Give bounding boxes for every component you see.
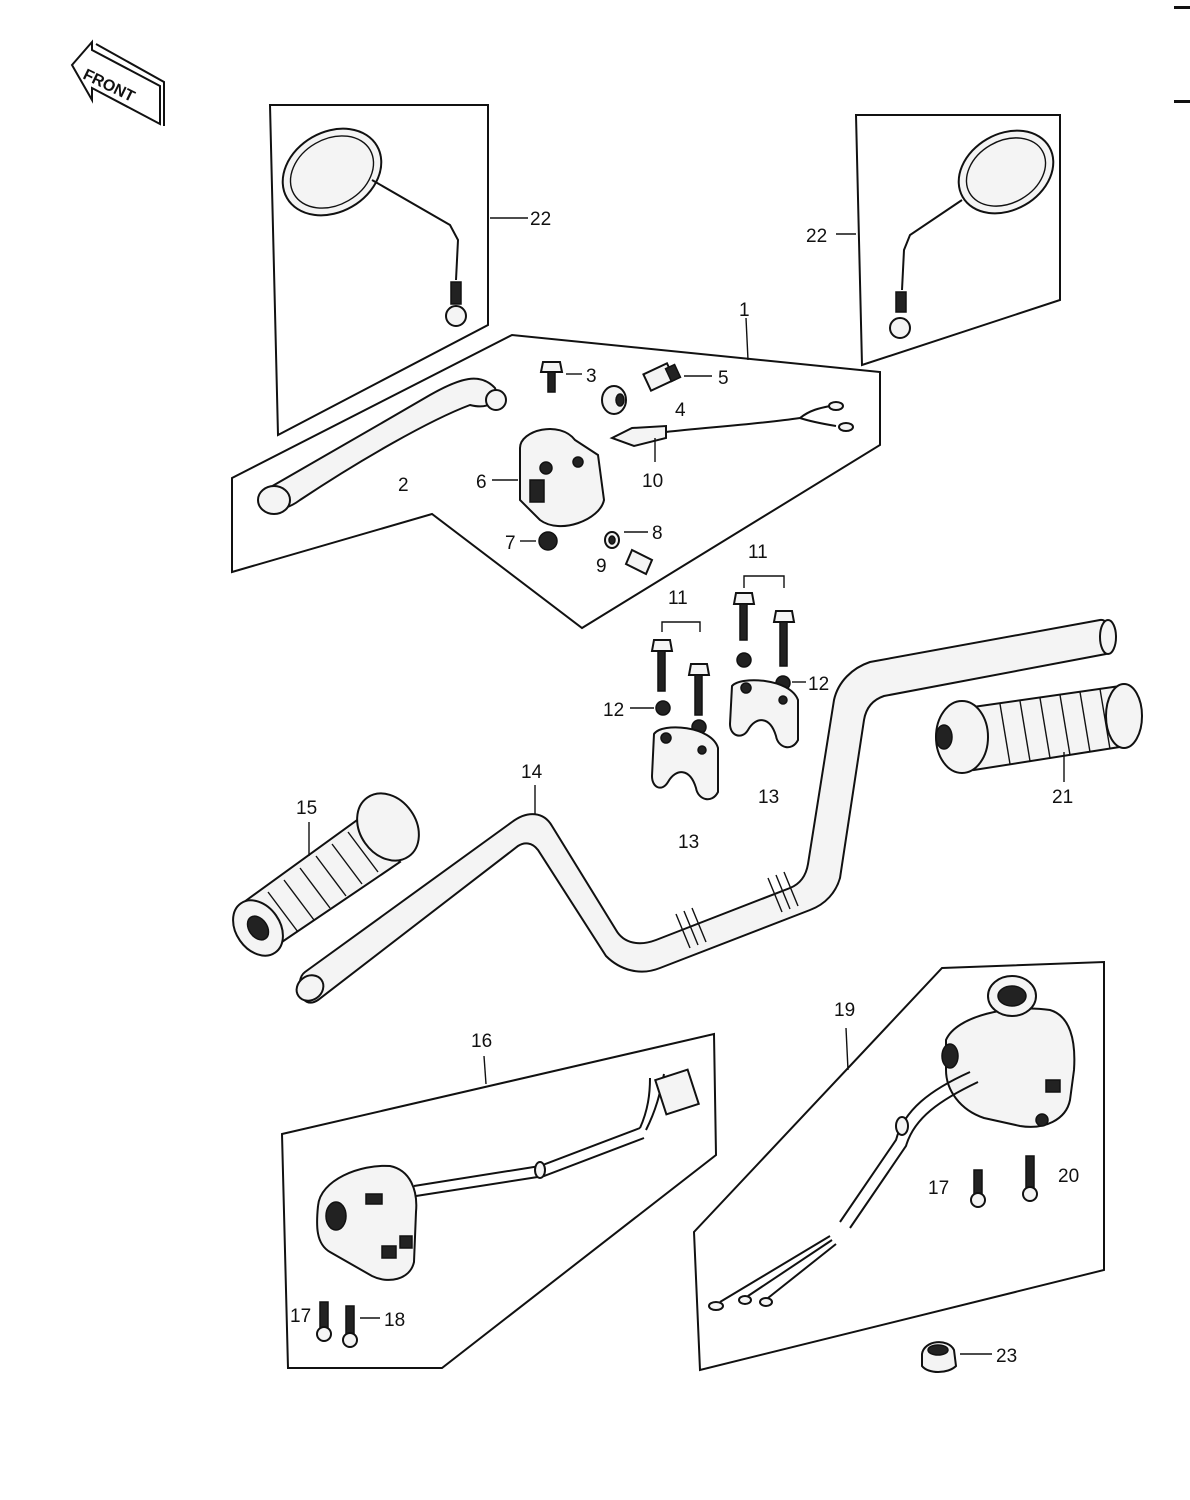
knurl-right [767,871,799,913]
lever-holder-6 [519,427,606,528]
label-22b: 22 [806,226,827,247]
clutch-switch-10 [609,401,854,448]
knurl-left [675,907,707,949]
dust-cover-4 [601,385,627,415]
grip-pattern-15 [267,831,379,933]
screw-9 [624,548,654,576]
handlebar-14 [295,619,1117,1004]
bolt-11-4 [687,663,711,716]
front-arrow-icon: FRONT [70,39,165,126]
right-mirror-panel: 22 [806,114,1061,367]
label-13a: 13 [758,787,779,808]
label-14: 14 [521,762,543,783]
left-grip-15 [232,792,420,957]
bolt-11-1 [732,592,756,641]
washer-8 [604,531,620,549]
label-19: 19 [834,1000,855,1021]
label-12b: 12 [603,700,624,721]
label-11b: 11 [668,588,688,609]
screw-17-left [316,1301,332,1342]
label-11a: 11 [748,542,768,563]
label-10: 10 [642,471,663,492]
grip-pattern-21 [999,688,1111,765]
bolt-3 [539,361,564,393]
label-18: 18 [384,1310,405,1331]
label-3: 3 [586,366,597,387]
holder-13-left [650,726,719,801]
washer-12-a [736,652,752,668]
washer-12-c [655,700,671,716]
bracket-11a [743,575,785,588]
lever-assembly-panel: 1 2 3 4 5 6 [231,300,881,630]
label-1: 1 [739,300,750,321]
label-8: 8 [652,523,663,544]
nut-7 [538,531,558,551]
label-16: 16 [471,1031,492,1052]
label-4: 4 [675,400,686,421]
label-23: 23 [996,1346,1017,1367]
bolt-11-2 [772,610,796,667]
bolt-11-3 [650,639,674,692]
label-21: 21 [1052,787,1073,808]
label-17a: 17 [290,1306,311,1327]
right-switch-panel: 19 17 20 [692,960,1105,1372]
right-grip-21 [935,683,1143,774]
right-mirror [889,129,1055,339]
margin-mark-bottom [1174,100,1190,103]
left-mirror-panel: 22 [268,104,551,437]
label-7: 7 [505,533,516,554]
label-9: 9 [596,556,607,577]
left-switch-cable [413,1068,700,1197]
leader-16 [483,1055,487,1085]
right-switch-housing [941,975,1076,1128]
cap-23 [921,1341,958,1373]
holder-13-right [728,679,799,749]
clutch-lever [257,377,507,515]
screw-17-right [970,1169,986,1208]
label-20: 20 [1058,1166,1079,1187]
label-6: 6 [476,472,487,493]
label-5: 5 [718,368,729,389]
clamp-hardware: 11 11 12 12 13 [603,542,829,853]
bracket-11b [661,621,701,632]
left-switch-housing [316,1164,418,1281]
left-switch-panel: 16 17 18 [280,1031,718,1369]
adjuster-5 [642,362,682,392]
label-13b: 13 [678,832,699,853]
label-22a: 22 [530,209,551,230]
leader-1 [745,317,749,361]
right-switch-cable [708,1071,979,1311]
label-15: 15 [296,798,317,819]
screw-20 [1022,1155,1038,1202]
label-2: 2 [398,475,409,496]
front-label: FRONT [80,66,137,106]
screw-18 [342,1305,358,1348]
label-17b: 17 [928,1178,949,1199]
margin-mark-top [1174,6,1190,9]
left-mirror [281,127,467,327]
label-12a: 12 [808,674,829,695]
leader-19 [845,1027,849,1071]
